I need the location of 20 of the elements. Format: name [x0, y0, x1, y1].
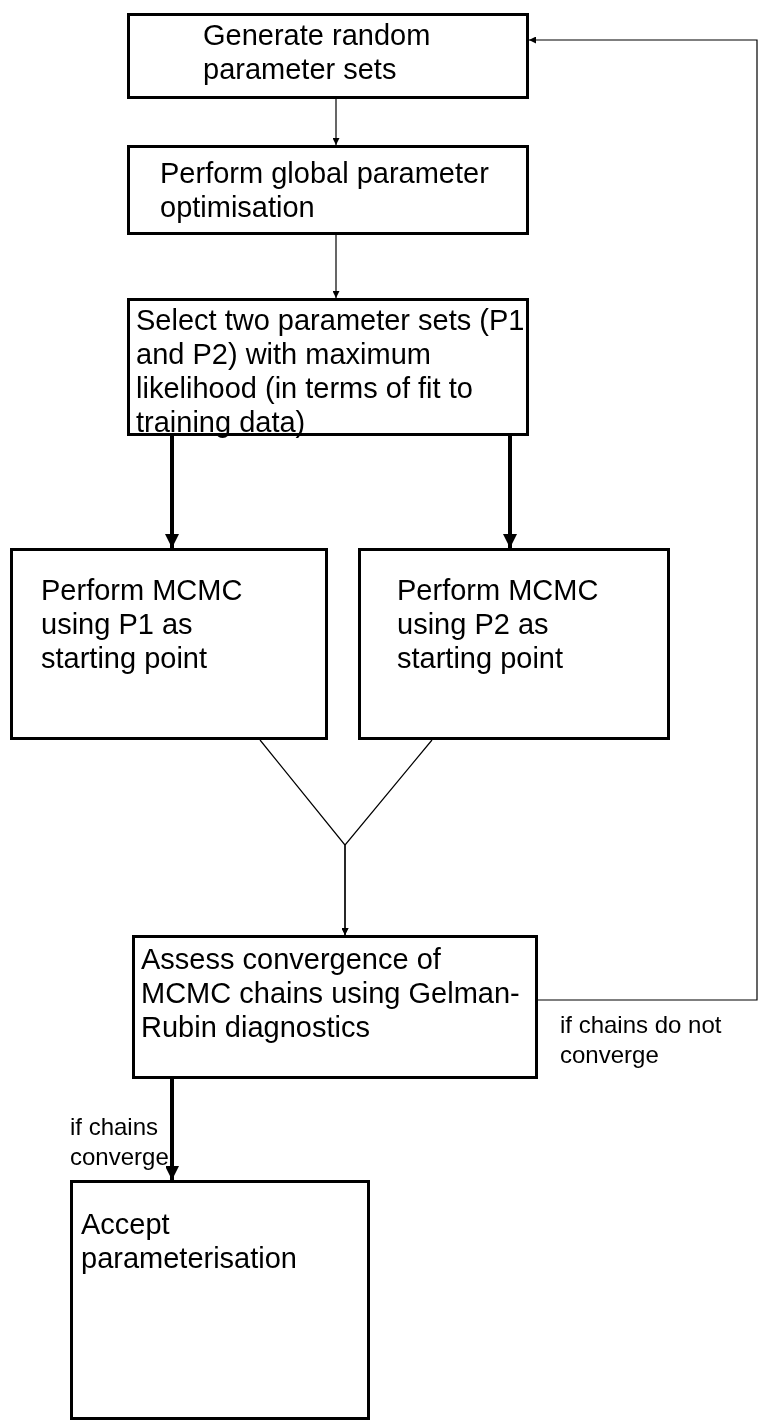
step-text: Assess convergence of MCMC chains using Gelman-Rubin diagnostics [141, 942, 521, 1044]
process-box [10, 548, 328, 740]
step-text: Accept parameterisation [81, 1207, 298, 1275]
step-text: Generate random parameter sets [203, 18, 432, 86]
arrow [503, 436, 517, 548]
process-box [132, 935, 538, 1079]
process-box [127, 145, 529, 235]
arrow [165, 1079, 179, 1180]
step-text: Perform MCMC using P1 as starting point [41, 573, 244, 675]
process-box [127, 13, 529, 99]
step-text: Perform global parameter optimisation [160, 156, 490, 224]
arrow [341, 739, 433, 936]
step-text: Perform MCMC using P2 as starting point [397, 573, 600, 675]
process-box [70, 1180, 370, 1420]
step-text: Select two parameter sets (P1 and P2) with maximum likelihood (in terms of fit to training data) [136, 303, 526, 439]
arrow [332, 98, 340, 146]
process-box [358, 548, 670, 740]
arrow [332, 234, 340, 299]
arrow [165, 436, 179, 548]
arrow [528, 36, 758, 1001]
